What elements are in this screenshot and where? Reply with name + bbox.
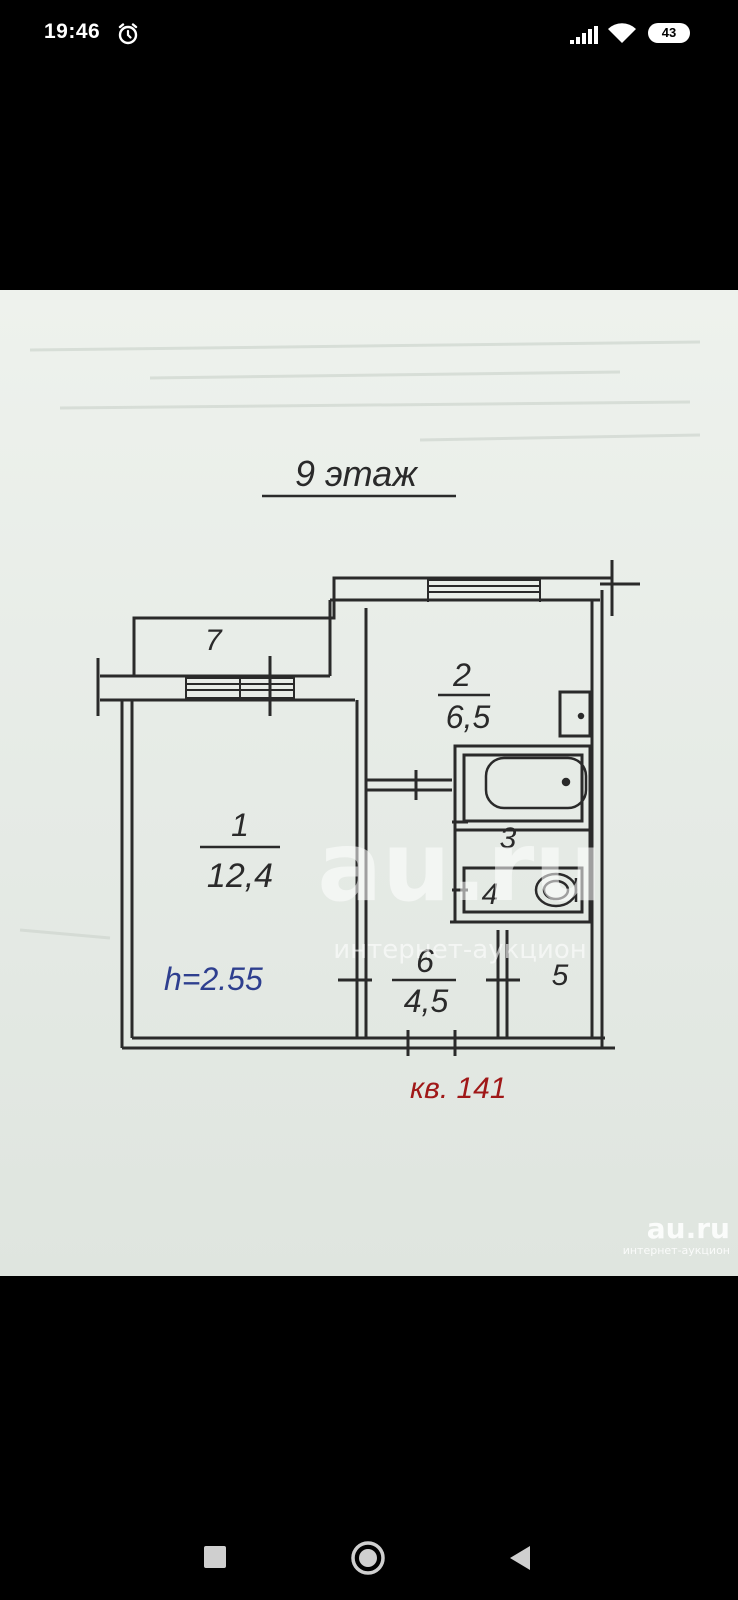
home-button[interactable] [350, 1540, 386, 1576]
corner-watermark-brand: au.ru [647, 1212, 730, 1245]
room-2-area: 6,5 [446, 699, 491, 735]
room-6-area: 4,5 [404, 983, 449, 1019]
watermark-brand: au.ru [317, 811, 602, 923]
watermark-tagline: интернет-аукцион [333, 935, 587, 965]
walls [96, 560, 640, 1056]
stove-icon [577, 712, 585, 720]
room-5-number: 5 [552, 959, 569, 992]
room-6-number: 6 [416, 943, 434, 979]
floor-plan-drawing: 7 2 6,5 1 12,4 3 4 6 4,5 5 9 этаж h=2.55… [19, 340, 730, 1257]
apartment-number: кв. 141 [410, 1072, 507, 1105]
room-2-number: 2 [452, 657, 471, 693]
room-labels: 7 2 6,5 1 12,4 3 4 6 4,5 5 [200, 624, 569, 1019]
navigation-bar [0, 1530, 738, 1600]
room-1-number: 1 [231, 807, 249, 843]
alarm-icon [118, 23, 138, 45]
back-button[interactable] [508, 1544, 532, 1572]
signal-icon [570, 26, 598, 44]
recents-button[interactable] [204, 1546, 226, 1568]
status-bar: 19:46 43 [0, 0, 738, 68]
status-time: 19:46 [44, 20, 101, 43]
room-3-number: 3 [500, 822, 517, 855]
room-1-area: 12,4 [207, 857, 273, 895]
windows [185, 578, 541, 700]
battery-icon: 43 [648, 23, 690, 43]
bleed-through-lines [19, 340, 701, 940]
room-7-number: 7 [205, 624, 223, 657]
floor-title: 9 этаж [295, 453, 419, 494]
ceiling-height: h=2.55 [164, 961, 263, 997]
floor-plan-photo: 7 2 6,5 1 12,4 3 4 6 4,5 5 9 этаж h=2.55… [0, 290, 738, 1276]
wifi-icon [608, 23, 636, 43]
fixtures [484, 712, 588, 908]
room-4-number: 4 [482, 878, 499, 911]
bathtub-icon [484, 756, 588, 810]
corner-watermark-tagline: интернет-аукцион [623, 1244, 730, 1257]
